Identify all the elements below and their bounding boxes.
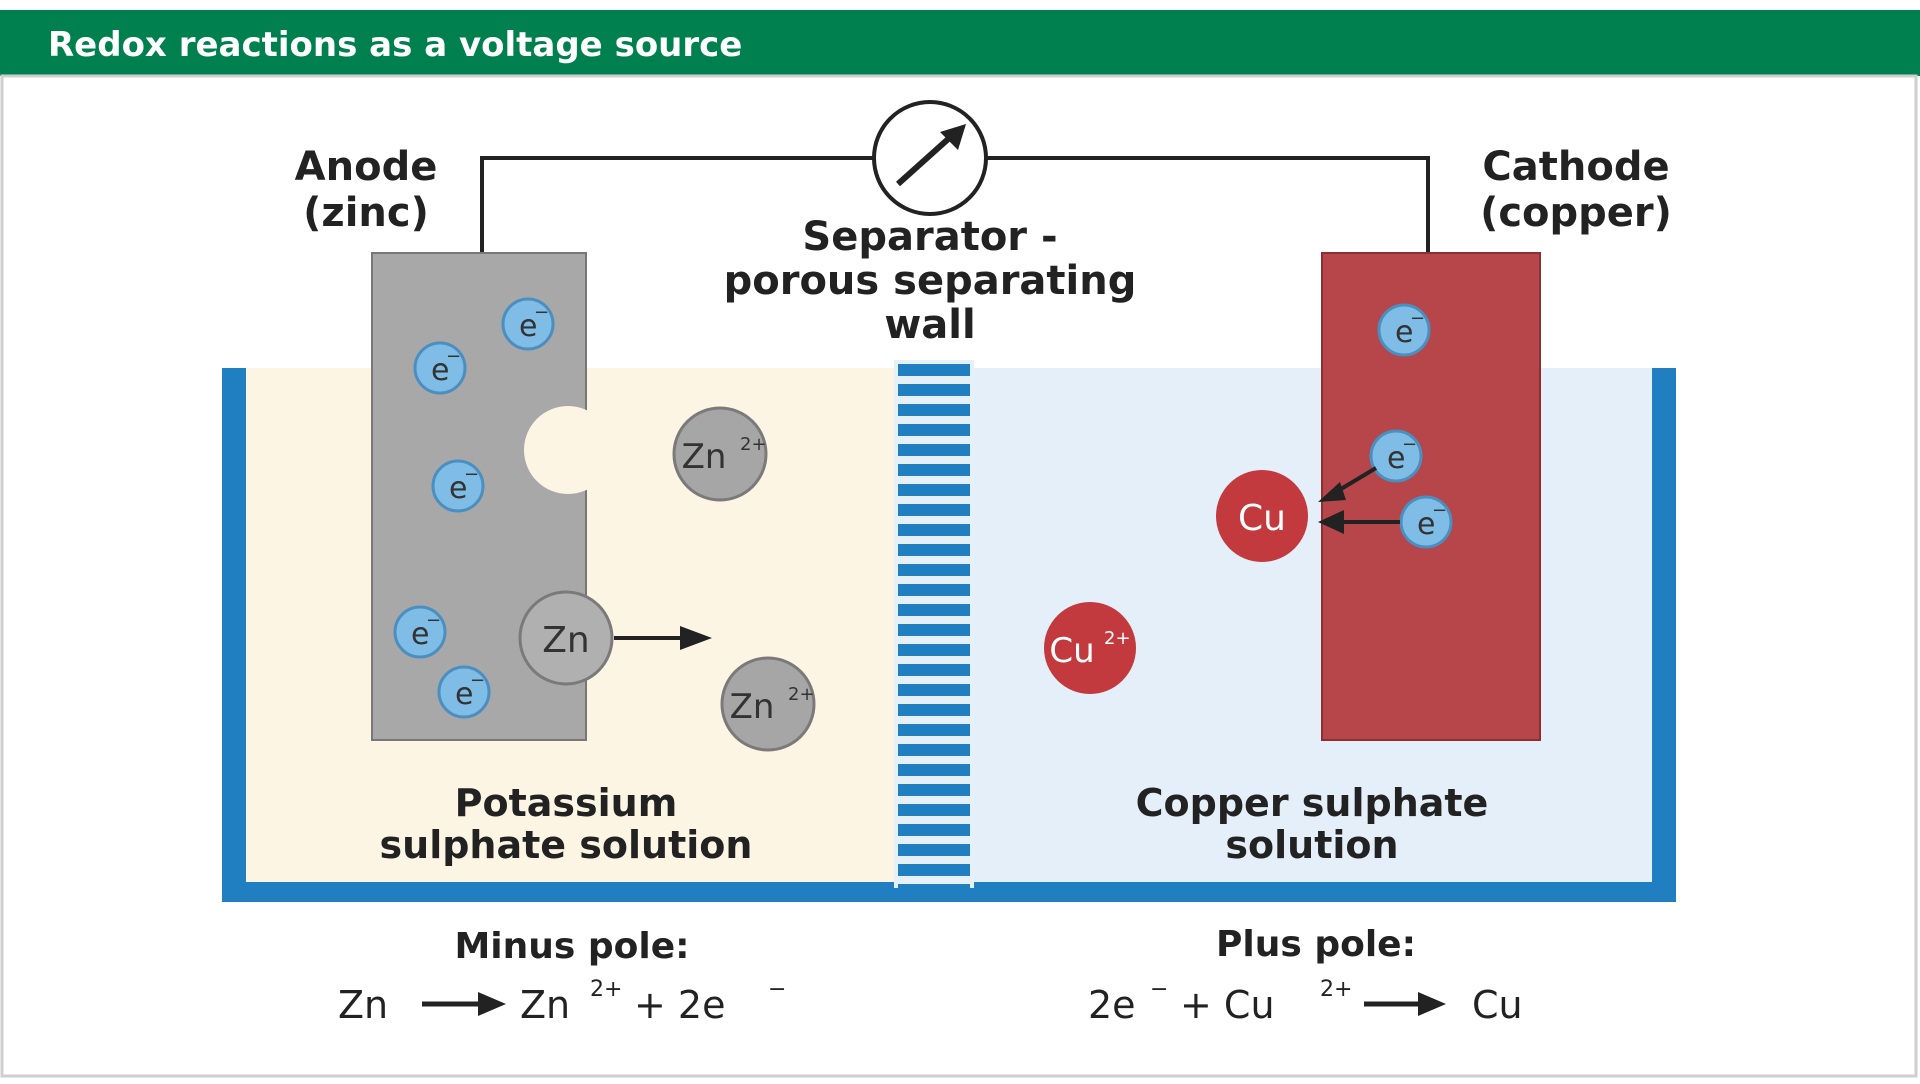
right-solution-label: Copper sulphate (1136, 781, 1489, 825)
svg-text:+ 2e: + 2e (634, 983, 725, 1027)
minus-pole-label: Minus pole: (454, 926, 689, 967)
svg-text:−: − (768, 977, 786, 1002)
separator-label-3: wall (884, 302, 975, 348)
svg-text:e: e (1417, 507, 1435, 542)
svg-text:Zn: Zn (682, 437, 727, 477)
outer-frame (0, 74, 1918, 1078)
svg-text:2e: 2e (1088, 983, 1136, 1027)
svg-text:e: e (519, 309, 537, 344)
svg-text:Cu: Cu (1049, 631, 1094, 671)
anode-label-sub: (zinc) (303, 190, 429, 236)
zinc-ion: Zn 2+ (672, 406, 768, 502)
wire-left (480, 156, 874, 255)
svg-text:−: − (1150, 977, 1168, 1002)
copper-atom: Cu (1216, 470, 1308, 562)
electron-flow-arrow (1318, 510, 1400, 534)
right-solution-label-2: solution (1225, 823, 1398, 867)
separator-label: Separator - (802, 214, 1057, 260)
svg-text:−: − (446, 346, 461, 367)
separator-wall (894, 360, 974, 896)
plus-pole-equation: 2e − + Cu 2+ Cu (1088, 977, 1523, 1027)
svg-text:+ Cu: + Cu (1180, 983, 1275, 1027)
svg-text:e: e (431, 353, 449, 388)
electron-flow-arrow (1318, 466, 1378, 502)
minus-pole-equation: Zn Zn 2+ + 2e − (338, 977, 786, 1027)
svg-text:e: e (449, 471, 467, 506)
svg-text:2+: 2+ (1320, 977, 1352, 1002)
plus-pole-label: Plus pole: (1216, 924, 1416, 965)
separator-label-2: porous separating (724, 258, 1137, 304)
electron: e − (431, 459, 485, 513)
left-solution-label: Potassium (455, 781, 678, 825)
svg-text:−: − (1402, 434, 1417, 455)
electron: e − (1369, 429, 1423, 483)
svg-text:2+: 2+ (788, 684, 815, 705)
svg-text:−: − (470, 670, 485, 691)
header-bar (0, 10, 1920, 76)
svg-text:e: e (1387, 441, 1405, 476)
zinc-pit (524, 406, 612, 494)
svg-text:−: − (426, 610, 441, 631)
electron: e − (413, 341, 467, 395)
svg-text:−: − (464, 464, 479, 485)
svg-text:Zn: Zn (542, 620, 589, 661)
electron: e − (437, 665, 491, 719)
zinc-release-arrow (614, 626, 712, 650)
electron: e − (393, 605, 447, 659)
left-solution-label-2: sulphate solution (380, 823, 753, 867)
cathode-label-sub: (copper) (1480, 190, 1672, 236)
svg-text:2+: 2+ (1104, 628, 1131, 649)
svg-text:Cu: Cu (1238, 498, 1286, 539)
svg-text:Zn: Zn (730, 687, 775, 727)
electron: e − (501, 297, 555, 351)
copper-ion: Cu 2+ (1044, 602, 1136, 694)
voltmeter-icon (872, 100, 988, 216)
electron: e − (1377, 303, 1431, 357)
zinc-ion: Zn 2+ (720, 656, 816, 752)
svg-text:e: e (1395, 315, 1413, 350)
wire-right (986, 156, 1430, 255)
svg-text:−: − (534, 302, 549, 323)
svg-text:Zn: Zn (520, 983, 570, 1027)
zinc-atom: Zn (518, 590, 614, 686)
svg-text:2+: 2+ (740, 434, 767, 455)
header-title: Redox reactions as a voltage source (48, 25, 742, 65)
electron: e − (1399, 495, 1453, 549)
svg-text:2+: 2+ (590, 977, 622, 1002)
anode-label: Anode (295, 144, 438, 190)
svg-text:Zn: Zn (338, 983, 388, 1027)
svg-text:−: − (1410, 308, 1425, 329)
svg-text:e: e (411, 617, 429, 652)
svg-text:e: e (455, 677, 473, 712)
svg-text:Cu: Cu (1472, 983, 1523, 1027)
svg-text:−: − (1432, 500, 1447, 521)
cathode-label: Cathode (1482, 144, 1669, 190)
